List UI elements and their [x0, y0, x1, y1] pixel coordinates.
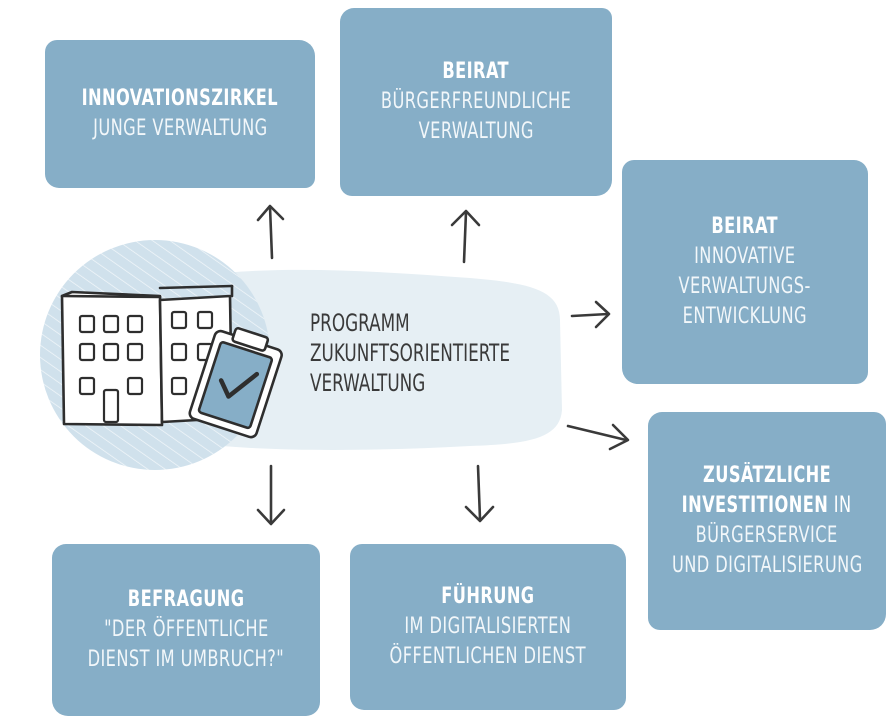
- arrow-up-left: [256, 204, 285, 260]
- arrow-down-center: [464, 464, 495, 523]
- beirat-innovative-line3: ENTWICKLUNG: [682, 304, 808, 329]
- investitionen-title2-suffix: IN: [828, 493, 852, 518]
- box-investitionen: ZUSÄTZLICHE INVESTITIONEN IN BÜRGERSERVI…: [648, 412, 886, 630]
- box-befragung: BEFRAGUNG "DER ÖFFENTLICHE DIENST IM UMB…: [52, 544, 320, 716]
- investitionen-title1: ZUSÄTZLICHE: [702, 463, 832, 488]
- arrows: [256, 204, 630, 526]
- box-beirat-buergerfreundlich: BEIRAT BÜRGERFREUNDLICHE VERWALTUNG: [340, 8, 612, 196]
- clipboard-check-icon: [188, 326, 283, 439]
- box-innovationszirkel: INNOVATIONSZIRKEL JUNGE VERWALTUNG: [45, 40, 315, 188]
- beirat-buerger-line1: BÜRGERFREUNDLICHE: [380, 89, 572, 114]
- investitionen-title2: INVESTITIONEN: [682, 493, 829, 518]
- center-line-3: VERWALTUNG: [310, 369, 426, 397]
- beirat-buerger-title: BEIRAT: [442, 59, 510, 84]
- investitionen-line1: BÜRGERSERVICE: [695, 523, 839, 548]
- arrow-up-center: [450, 209, 481, 264]
- arrow-down-left: [256, 464, 286, 526]
- fuehrung-title: FÜHRUNG: [441, 584, 535, 609]
- arrow-right-upper: [570, 300, 611, 329]
- fuehrung-line1: IM DIGITALISIERTEN: [404, 614, 572, 639]
- befragung-line1: "DER ÖFFENTLICHE: [103, 617, 269, 642]
- investitionen-title2-row: INVESTITIONEN IN: [682, 491, 852, 521]
- beirat-innovative-title: BEIRAT: [711, 214, 779, 239]
- innovationszirkel-title: INNOVATIONSZIRKEL: [81, 86, 279, 111]
- befragung-title: BEFRAGUNG: [127, 587, 245, 612]
- box-fuehrung: FÜHRUNG IM DIGITALISIERTEN ÖFFENTLICHEN …: [350, 544, 626, 710]
- center-line-1: PROGRAMM: [310, 309, 410, 337]
- center-line-2: ZUKUNFTSORIENTIERTE: [310, 339, 510, 367]
- beirat-innovative-line1: INNOVATIVE: [694, 244, 796, 269]
- beirat-buerger-line2: VERWALTUNG: [418, 119, 534, 144]
- center-program-title: PROGRAMM ZUKUNFTSORIENTIERTE VERWALTUNG: [310, 308, 510, 398]
- arrow-right-lower: [566, 423, 630, 451]
- innovationszirkel-subtitle: JUNGE VERWALTUNG: [92, 116, 268, 141]
- investitionen-line2: UND DIGITALISIERUNG: [671, 553, 863, 578]
- box-beirat-innovative: BEIRAT INNOVATIVE VERWALTUNGS- ENTWICKLU…: [622, 160, 868, 384]
- beirat-innovative-line2: VERWALTUNGS-: [678, 274, 812, 299]
- befragung-line2: DIENST IM UMBRUCH?": [87, 647, 285, 672]
- fuehrung-line2: ÖFFENTLICHEN DIENST: [389, 644, 587, 669]
